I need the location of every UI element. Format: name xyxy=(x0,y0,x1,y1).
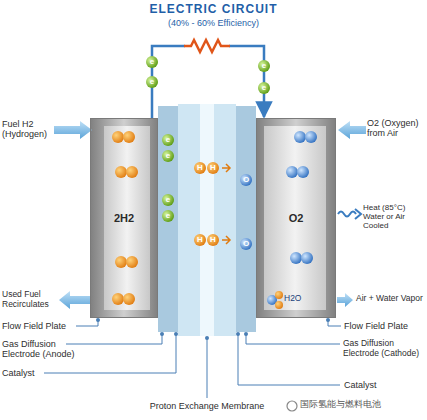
cathode-electrode xyxy=(236,106,256,332)
electron-symbol: e xyxy=(162,194,174,206)
electron-symbol: e xyxy=(162,134,174,146)
electron-symbol: e xyxy=(162,150,174,162)
fuel-in-arrow xyxy=(54,121,92,139)
proton-symbol: H xyxy=(207,162,219,174)
proton-symbol: H xyxy=(194,162,206,174)
watermark-icon xyxy=(287,401,297,411)
air-in-arrow xyxy=(338,121,366,139)
hydrogen-molecules xyxy=(112,131,138,305)
part-label: Proton Exchange Membrane xyxy=(137,401,277,411)
electron-symbol: e xyxy=(162,210,174,222)
proton-symbol: H xyxy=(194,234,206,246)
gas-label: 2H2 xyxy=(114,212,134,224)
outlet-label: Used Fuel Recirculates xyxy=(2,290,56,310)
outlet-label: Air + Water Vapor xyxy=(356,294,425,304)
anode-channel xyxy=(104,126,150,310)
heat-arrow-head xyxy=(355,209,361,219)
electron-symbol: e xyxy=(258,60,270,72)
anode-flow-plate xyxy=(90,118,158,318)
oxygen-symbol: O xyxy=(240,238,252,250)
leader-dots xyxy=(96,318,330,340)
oxygen-atoms xyxy=(240,174,252,250)
part-label: Catalyst xyxy=(344,380,404,390)
fuel-out-arrow xyxy=(59,291,90,309)
part-label: Catalyst xyxy=(2,368,44,378)
membrane xyxy=(178,104,236,336)
resistor-symbol xyxy=(184,40,230,52)
part-label: Flow Field Plate xyxy=(2,321,76,331)
membrane-core xyxy=(200,104,214,336)
cathode-plate: O2 xyxy=(256,118,336,318)
inlet-label: Fuel H2 (Hydrogen) xyxy=(2,119,54,140)
anode-electrode xyxy=(158,106,178,332)
cathode-channel xyxy=(264,126,326,310)
water-molecule xyxy=(267,291,283,309)
leader-lines xyxy=(44,320,341,398)
gas-label: O2 xyxy=(289,212,304,224)
cathode-flow-plate xyxy=(256,118,336,318)
title: ELECTRIC CIRCUIT xyxy=(0,3,427,17)
electron-symbol: e xyxy=(146,76,158,88)
oxygen-symbol: O xyxy=(240,174,252,186)
resistor-ground xyxy=(185,37,229,55)
electron-symbol: e xyxy=(146,56,158,68)
part-label: Gas Diffusion Electrode (Anode) xyxy=(2,339,88,360)
electrons xyxy=(146,56,270,222)
heat-label: Heat (85°C) Water or Air Cooled xyxy=(363,203,425,231)
inlet-label: O2 (Oxygen) from Air xyxy=(367,118,425,139)
part-label: Gas Diffusion Electrode (Cathode) xyxy=(343,339,425,359)
electron-symbol: e xyxy=(258,82,270,94)
heat-arrow xyxy=(338,212,356,217)
oxygen-molecules xyxy=(286,131,317,264)
proton-symbol: H xyxy=(207,234,219,246)
anode-plate: 2H2 xyxy=(90,118,158,318)
part-label: Flow Field Plate xyxy=(344,321,424,331)
watermark: 国际氢能与燃料电池 xyxy=(300,400,425,410)
air-out-arrow xyxy=(337,293,353,307)
protons xyxy=(194,162,230,246)
molecule-label: H2O xyxy=(284,294,312,304)
subtitle: (40% - 60% Efficiency) xyxy=(150,18,277,28)
